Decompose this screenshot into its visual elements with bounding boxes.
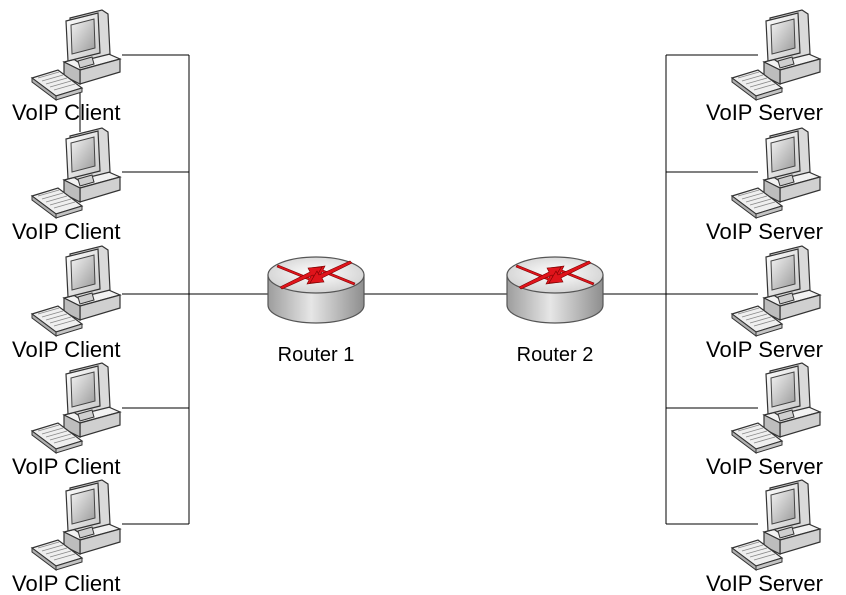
- server-4: VoIP Server: [706, 362, 823, 479]
- server-1-label: VoIP Server: [706, 100, 823, 125]
- computer-icon: [31, 245, 121, 337]
- client-5: VoIP Client: [12, 479, 121, 595]
- client-3: VoIP Client: [12, 245, 121, 362]
- server-3-label: VoIP Server: [706, 337, 823, 362]
- client-3-label: VoIP Client: [12, 337, 120, 362]
- client-2: VoIP Client: [12, 127, 121, 244]
- computer-icon: [31, 9, 121, 101]
- router-2-label: Router 2: [517, 344, 594, 366]
- computer-icon: [31, 127, 121, 219]
- router-2: Router 2: [506, 256, 604, 366]
- client-4-label: VoIP Client: [12, 454, 120, 479]
- server-4-label: VoIP Server: [706, 454, 823, 479]
- client-1: VoIP Client: [12, 9, 121, 125]
- client-1-label: VoIP Client: [12, 100, 120, 125]
- client-2-label: VoIP Client: [12, 219, 120, 244]
- computer-icon: [731, 127, 821, 219]
- server-2: VoIP Server: [706, 127, 823, 244]
- router-1: Router 1: [267, 256, 365, 366]
- computer-icon: [731, 479, 821, 571]
- server-1: VoIP Server: [706, 9, 823, 125]
- server-3: VoIP Server: [706, 245, 823, 362]
- computer-icon: [31, 362, 121, 454]
- server-5-label: VoIP Server: [706, 571, 823, 595]
- server-2-label: VoIP Server: [706, 219, 823, 244]
- computer-icon: [31, 479, 121, 571]
- client-5-label: VoIP Client: [12, 571, 120, 595]
- router-1-label: Router 1: [278, 344, 355, 366]
- server-5: VoIP Server: [706, 479, 823, 595]
- connection-lines: [79, 54, 758, 525]
- computer-icon: [731, 245, 821, 337]
- client-4: VoIP Client: [12, 362, 121, 479]
